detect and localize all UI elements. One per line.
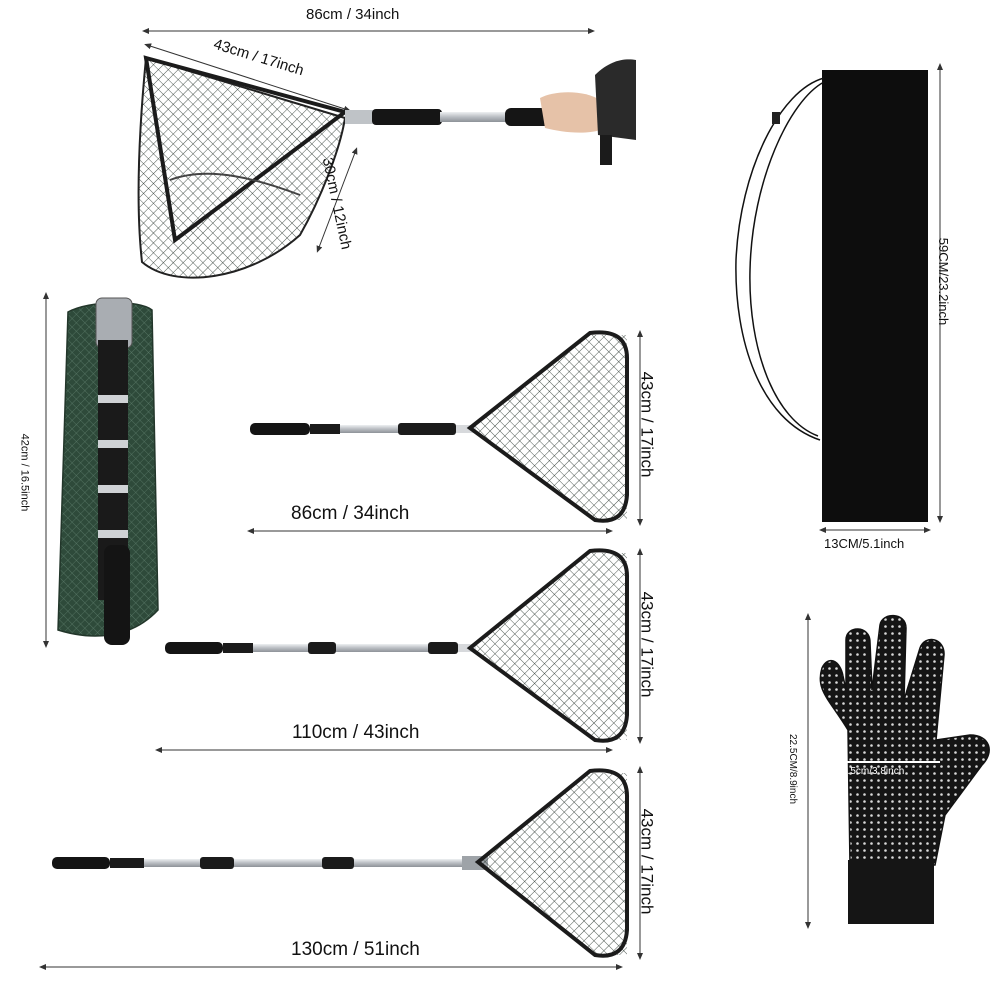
- net3-hoop-label: 43cm / 17inch: [637, 808, 657, 915]
- net2-frame: [466, 548, 630, 743]
- net1-hoop-label: 43cm / 17inch: [637, 371, 657, 478]
- top-pole-grip-1: [372, 109, 442, 125]
- glove-palm: [819, 614, 990, 866]
- bag-drawstring: [735, 77, 825, 441]
- top-overall-label: 86cm / 34inch: [306, 6, 400, 23]
- bag-body: [822, 70, 928, 522]
- top-net-frame: [143, 55, 350, 244]
- folded-net: [43, 292, 159, 648]
- top-landing-net: [137, 28, 636, 279]
- top-depth-dimension-line: [316, 147, 358, 253]
- hand-icon: [540, 92, 600, 133]
- bag-length-label: 59CM/23.2inch: [936, 237, 952, 326]
- top-net-mesh: [137, 56, 347, 279]
- glove-length-label: 22.5CM/8.9inch: [787, 733, 799, 805]
- sleeve: [595, 59, 636, 140]
- landing-net-110: [155, 548, 643, 753]
- net3-length-label: 130cm / 51inch: [291, 939, 420, 960]
- glove-cuff: [848, 860, 934, 924]
- top-hoop-dimension-line: [144, 43, 351, 112]
- bag-width-label: 13CM/5.1inch: [824, 536, 905, 551]
- grip-glove: [805, 613, 990, 929]
- net3-frame: [474, 768, 630, 958]
- folded-net-handle: [104, 545, 130, 645]
- glove-width-label: 9.5cm/3.8inch: [842, 766, 905, 777]
- net2-hoop-label: 43cm / 17inch: [637, 591, 657, 698]
- net1-frame: [466, 330, 630, 523]
- net2-length-label: 110cm / 43inch: [292, 722, 420, 743]
- folded-length-label: 42cm / 16.5inch: [18, 433, 31, 512]
- landing-net-130: [39, 766, 643, 970]
- drawstring-bag: [735, 63, 943, 533]
- net1-length-label: 86cm / 34inch: [291, 503, 410, 524]
- net1-mesh: [470, 335, 627, 520]
- top-pole: [440, 112, 510, 122]
- landing-net-86: [247, 330, 643, 534]
